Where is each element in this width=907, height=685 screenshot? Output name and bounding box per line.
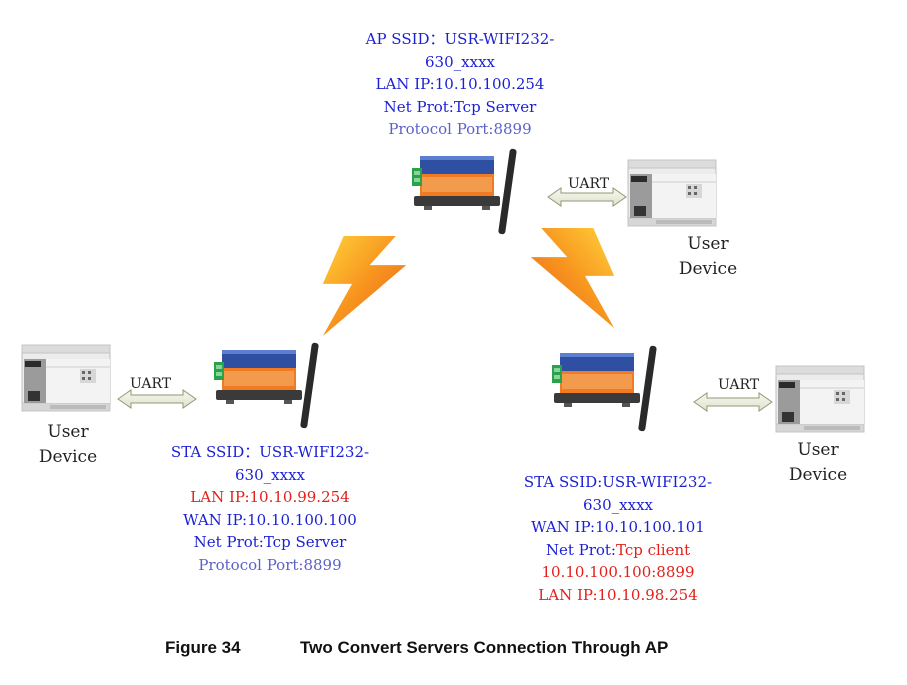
uart-label-left: UART [130,376,172,392]
uart-arrow-bottom-right-icon [693,392,773,412]
ap-ssid-line2: 630_xxxx [425,52,495,71]
ap-ssid-line1: AP SSID：USR-WIFI232- [365,30,555,48]
user-device-line1: User [687,234,729,254]
lightning-bolt-right-icon [530,228,615,328]
sta-right-info: STA SSID:USR-WIFI232- 630_xxxx WAN IP:10… [498,471,738,606]
sta-right-net-prot: Net Prot:Tcp client [498,539,738,562]
ap-wifi-module-icon [412,148,517,235]
ap-net-prot: Net Prot:Tcp Server [383,97,537,116]
ap-protocol-port: Protocol Port:8899 [388,120,532,138]
figure-title: Two Convert Servers Connection Through A… [300,638,669,657]
user-device-line1: User [797,440,839,460]
sta-left-protocol-port: Protocol Port:8899 [198,555,342,574]
sta-right-wifi-module-icon [552,345,657,432]
user-device-label-left: User Device [28,420,108,470]
user-device-label-bottom-right: User Device [778,438,858,488]
user-device-line2: Device [678,259,738,279]
lightning-bolt-left-icon [322,236,407,336]
sta-right-lan-ip: LAN IP:10.10.98.254 [538,585,698,604]
user-device-plc-bottom-right-icon [775,365,865,433]
ap-lan-ip: LAN IP:10.10.100.254 [375,75,545,93]
sta-right-ssid-line1: STA SSID:USR-WIFI232- [523,473,713,491]
sta-right-net-prot-value: Tcp client [616,540,691,559]
user-device-line2: Device [788,465,848,485]
uart-label-top-right: UART [568,176,610,192]
sta-right-net-prot-label: Net Prot: [545,540,616,559]
user-device-line1: User [47,422,89,442]
user-device-plc-left-icon [21,344,111,412]
figure-number: Figure 34 [165,638,241,657]
sta-right-server-addr: 10.10.100.100:8899 [541,563,695,581]
sta-left-lan-ip: LAN IP:10.10.99.254 [190,488,350,506]
sta-left-wan-ip: WAN IP:10.10.100.100 [183,510,357,529]
sta-right-wan-ip: WAN IP:10.10.100.101 [531,518,705,536]
sta-right-ssid-line2: 630_xxxx [583,495,653,514]
uart-arrow-left-icon [117,389,197,409]
user-device-label-top-right: User Device [668,232,748,282]
uart-label-bottom-right: UART [718,377,760,393]
sta-left-ssid-line1: STA SSID：USR-WIFI232- [170,443,370,461]
sta-left-net-prot: Net Prot:Tcp Server [193,533,347,551]
sta-left-info: STA SSID：USR-WIFI232- 630_xxxx LAN IP:10… [150,441,390,576]
sta-left-ssid-line2: 630_xxxx [235,465,305,484]
ap-info: AP SSID：USR-WIFI232- 630_xxxx LAN IP:10.… [340,28,580,141]
sta-left-wifi-module-icon [214,342,319,429]
user-device-plc-top-right-icon [627,159,717,227]
user-device-line2: Device [38,447,98,467]
